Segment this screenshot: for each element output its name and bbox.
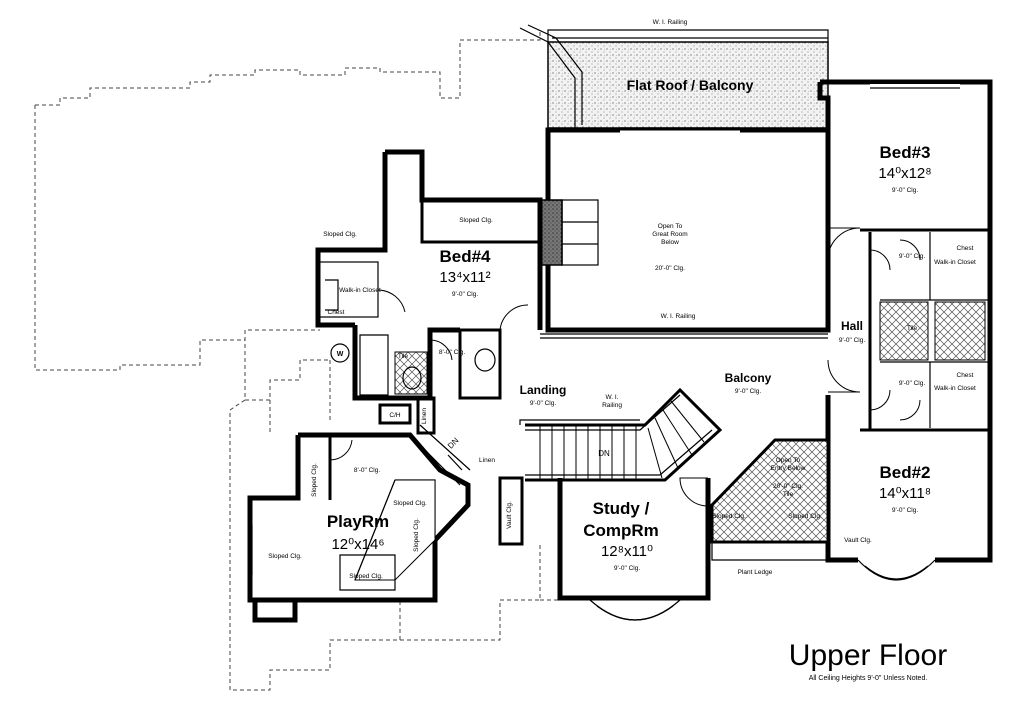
- open-entry-tile: Tile: [783, 491, 794, 498]
- bed4-clg: 9'-0" Clg.: [452, 291, 479, 298]
- open-great-label-2: Great Room: [652, 231, 687, 238]
- linen-label-2: Linen: [479, 457, 495, 464]
- page-title: Upper Floor: [789, 639, 947, 672]
- open-great-label-3: Below: [661, 239, 679, 246]
- bed4-sloped: Sloped Clg.: [459, 217, 493, 224]
- play-sloped-2: Sloped Clg.: [268, 553, 302, 560]
- chest-label: Chest: [328, 309, 345, 316]
- landing-clg: 9'-0" Clg.: [530, 400, 557, 407]
- play-dn-label: DN: [446, 436, 461, 451]
- open-to-great-room: [545, 127, 831, 333]
- stair-dn-label: DN: [598, 449, 610, 458]
- vault-clg: Vault Clg.: [506, 501, 513, 529]
- study-name-2: CompRm: [583, 521, 659, 540]
- play-clg: 8'-0" Clg.: [354, 467, 381, 474]
- play-sloped-5: Sloped Clg.: [393, 500, 427, 507]
- roof-outline: [34, 30, 560, 691]
- open-great-clg: 20'-0" Clg.: [655, 265, 685, 272]
- closet-sloped: Sloped Clg.: [323, 231, 357, 238]
- entry-sloped-1: Sloped Clg.: [712, 513, 746, 520]
- wi-railing-mid-label: W. I. Railing: [661, 313, 696, 320]
- playrm-name: PlayRm: [327, 512, 389, 531]
- b2-walkin: Walk-in Closet: [934, 385, 976, 392]
- open-entry-clg: 20'-0" Clg.: [773, 483, 803, 490]
- bed3-name: Bed#3: [879, 143, 930, 162]
- page-subtitle: All Ceiling Heights 9'-0" Unless Noted.: [809, 675, 928, 682]
- washer-symbol: W: [337, 351, 344, 358]
- hall-clg: 9'-0" Clg.: [839, 337, 866, 344]
- open-entry-label-1: Open To: [776, 457, 801, 464]
- bath-clg: 8'-0" Clg.: [439, 349, 466, 356]
- walkin-closet: Walk-in Closet: [339, 287, 381, 294]
- stairs: [519, 387, 723, 482]
- play-sloped-4: Sloped Clg.: [413, 518, 420, 552]
- linen-label-1: Linen: [421, 408, 428, 424]
- b3-walkin: Walk-in Closet: [934, 259, 976, 266]
- balcony-clg: 9'-0" Clg.: [735, 388, 762, 395]
- bed2-dims: 14⁰x11⁸: [879, 485, 931, 502]
- open-entry-label-2: Entry Below: [771, 465, 806, 472]
- open-great-label-1: Open To: [658, 223, 683, 230]
- wi-railing-stair-2: Railing: [602, 402, 622, 409]
- b2-chest: Chest: [957, 372, 974, 379]
- bed4-dims: 13⁴x11²: [439, 269, 490, 286]
- bath-tile: Tile: [398, 353, 409, 360]
- balcony-label: Balcony: [725, 371, 772, 385]
- study-dims: 12⁸x11⁰: [601, 543, 653, 560]
- ch-label: C/H: [389, 412, 401, 419]
- b2-vault: Vault Clg.: [844, 537, 872, 544]
- playrm-walls: [247, 424, 471, 623]
- play-sloped-1: Sloped Clg.: [311, 463, 318, 497]
- bed4-name: Bed#4: [439, 247, 491, 266]
- open-to-entry: [710, 438, 830, 544]
- b2-clg: 9'-0" Clg.: [899, 380, 926, 387]
- play-sloped-3: Sloped Clg.: [349, 573, 383, 580]
- bed4-walls: [315, 149, 543, 435]
- b3-tile: Tile: [907, 325, 918, 332]
- flat-roof-label: Flat Roof / Balcony: [627, 77, 754, 93]
- hall-label: Hall: [841, 319, 863, 333]
- bed3-clg: 9'-0" Clg.: [892, 187, 919, 194]
- wi-railing-stair-1: W. I.: [606, 394, 619, 401]
- bed2-name: Bed#2: [879, 463, 930, 482]
- b3-clg: 9'-0" Clg.: [899, 253, 926, 260]
- study-name: Study /: [593, 499, 650, 518]
- bed2-clg: 9'-0" Clg.: [892, 507, 919, 514]
- study-clg: 9'-0" Clg.: [614, 565, 641, 572]
- bed3-dims: 14⁰x12⁸: [878, 165, 931, 182]
- wi-railing-top-label: W. I. Railing: [653, 19, 688, 26]
- fireplace: [539, 199, 563, 266]
- study-walls: [498, 476, 711, 621]
- b3-chest: Chest: [957, 245, 974, 252]
- landing-label: Landing: [520, 383, 567, 397]
- plant-ledge-label: Plant Ledge: [738, 569, 773, 576]
- entry-sloped-2: Sloped Clg.: [788, 513, 822, 520]
- playrm-dims: 12⁰x14⁶: [331, 536, 384, 553]
